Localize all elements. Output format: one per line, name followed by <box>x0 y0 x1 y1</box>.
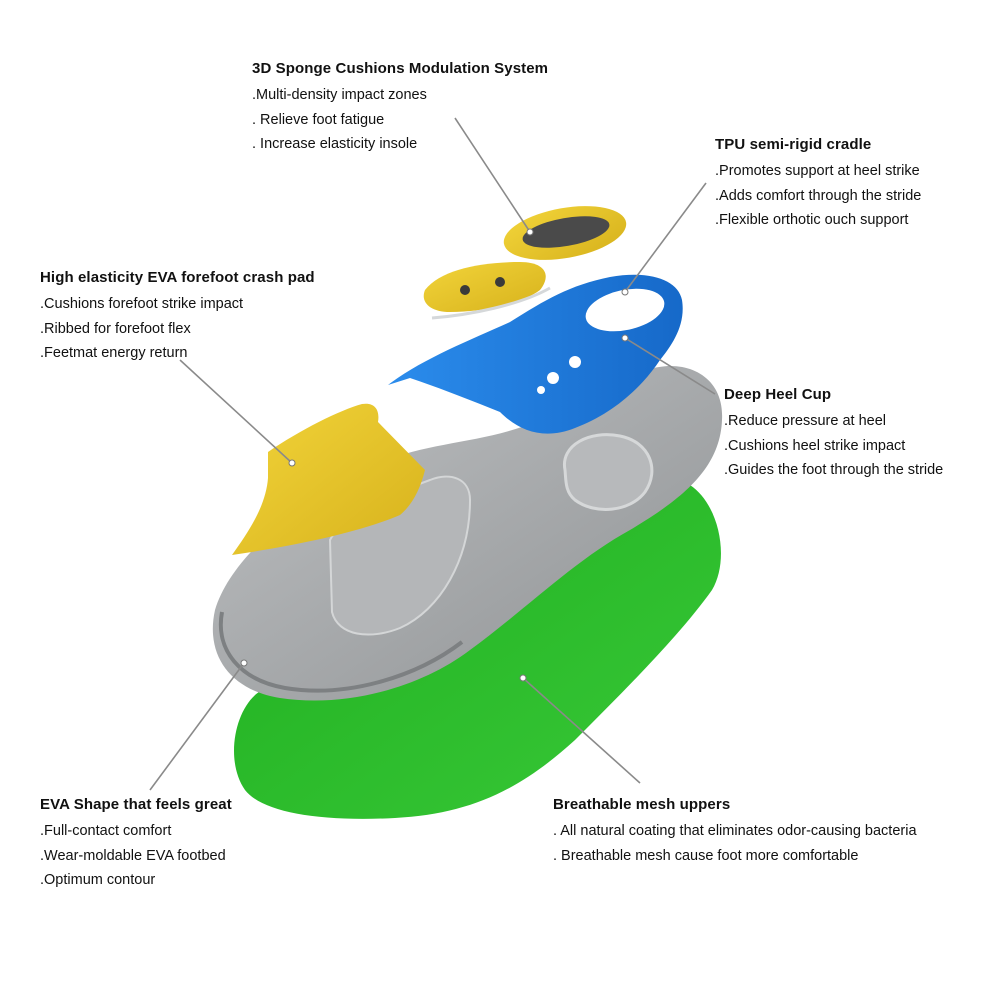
leader-line-sponge <box>454 117 531 233</box>
leader-dot-heel <box>621 334 629 342</box>
callout-eva-forefoot-pad: High elasticity EVA forefoot crash pad .… <box>40 269 315 366</box>
forefoot-pad-shape <box>232 403 425 555</box>
leader-line-mesh <box>522 677 641 784</box>
callout-list: .Cushions forefoot strike impact .Ribbed… <box>40 292 315 366</box>
callout-title: Deep Heel Cup <box>724 386 832 403</box>
leader-dot-eva-pad <box>288 459 296 467</box>
leader-dot-mesh <box>519 674 527 682</box>
callout-title: TPU semi-rigid cradle <box>715 136 872 153</box>
leader-line-shape <box>149 662 245 791</box>
callout-title: High elasticity EVA forefoot crash pad <box>40 269 315 286</box>
tpu-cradle-heel-cutout <box>585 288 665 332</box>
callout-list: .Promotes support at heel strike .Adds c… <box>715 159 921 233</box>
tpu-cradle-hole <box>537 386 545 394</box>
callout-item: .Cushions heel strike impact <box>724 437 906 454</box>
callout-item: . Breathable mesh cause foot more comfor… <box>553 847 859 864</box>
callout-sponge-cushions: 3D Sponge Cushions Modulation System .Mu… <box>252 60 548 157</box>
tpu-cradle-hole <box>569 356 581 368</box>
callout-list: . All natural coating that eliminates od… <box>553 819 917 868</box>
mesh-layer-shape <box>234 477 721 819</box>
sponge-clear-film <box>431 286 551 320</box>
callout-list: .Full-contact comfort .Wear-moldable EVA… <box>40 819 232 893</box>
callout-deep-heel-cup: Deep Heel Cup .Reduce pressure at heel .… <box>724 386 943 483</box>
eva-footbed-rim <box>218 611 464 693</box>
callout-tpu-cradle: TPU semi-rigid cradle .Promotes support … <box>715 136 921 233</box>
callout-item: .Full-contact comfort <box>40 823 172 839</box>
tpu-cradle-hole <box>547 372 559 384</box>
callout-item: . All natural coating that eliminates od… <box>553 823 917 839</box>
leader-dot-tpu <box>621 288 629 296</box>
eva-heel-cushion-outline <box>563 433 654 511</box>
callout-item: .Guides the foot through the stride <box>724 462 944 478</box>
sponge-dot <box>495 277 505 287</box>
callout-item: . Increase elasticity insole <box>252 136 418 152</box>
callout-list: .Multi-density impact zones . Relieve fo… <box>252 83 548 157</box>
callout-eva-shape: EVA Shape that feels great .Full-contact… <box>40 796 232 893</box>
sponge-heel-module-core <box>522 216 610 248</box>
leader-dot-sponge <box>526 228 534 236</box>
callout-item: .Flexible orthotic ouch support <box>715 212 909 228</box>
callout-item: .Ribbed for forefoot flex <box>40 320 191 337</box>
sponge-dot <box>460 285 470 295</box>
callout-breathable-mesh: Breathable mesh uppers . All natural coa… <box>553 796 917 868</box>
callout-title: Breathable mesh uppers <box>553 796 731 813</box>
callout-item: .Multi-density impact zones <box>252 87 427 103</box>
callout-item: .Wear-moldable EVA footbed <box>40 847 226 864</box>
leader-dot-shape <box>240 659 248 667</box>
callout-item: . Relieve foot fatigue <box>252 111 385 128</box>
callout-item: .Adds comfort through the stride <box>715 187 922 204</box>
sponge-forefoot-module <box>423 262 546 312</box>
leader-line-tpu <box>624 182 707 293</box>
callout-item: .Optimum contour <box>40 872 156 888</box>
callout-item: .Promotes support at heel strike <box>715 163 920 179</box>
callout-item: .Reduce pressure at heel <box>724 413 887 429</box>
callout-title: 3D Sponge Cushions Modulation System <box>252 60 549 77</box>
callout-title: EVA Shape that feels great <box>40 796 232 813</box>
callout-item: .Feetmat energy return <box>40 345 188 361</box>
callout-list: .Reduce pressure at heel .Cushions heel … <box>724 409 943 483</box>
leader-line-eva-pad <box>179 359 293 464</box>
callout-item: .Cushions forefoot strike impact <box>40 296 244 312</box>
leader-line-heel <box>624 337 716 395</box>
